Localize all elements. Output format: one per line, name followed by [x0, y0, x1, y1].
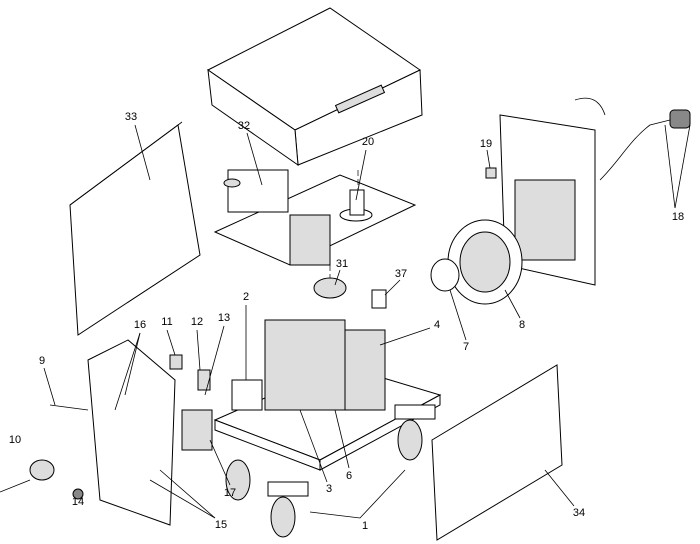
component-31 — [313, 220, 347, 299]
front-panel — [0, 339, 213, 526]
callout-32: 32 — [237, 120, 251, 132]
casters — [225, 404, 436, 538]
callout-3: 3 — [325, 483, 333, 495]
callout-11: 11 — [161, 316, 173, 328]
callout-20: 20 — [361, 136, 375, 148]
component-37 — [371, 289, 387, 309]
top-cover — [207, 7, 423, 167]
callout-7: 7 — [462, 341, 470, 353]
callout-15: 15 — [214, 519, 228, 531]
rear-panel — [485, 97, 691, 286]
left-side-panel — [69, 121, 201, 336]
callout-6: 6 — [345, 470, 353, 482]
callout-8: 8 — [518, 319, 526, 331]
leader-lines — [43, 124, 691, 519]
callout-34: 34 — [572, 507, 586, 519]
callout-33: 33 — [124, 111, 138, 123]
callout-18: 18 — [671, 211, 685, 223]
callout-10: 10 — [8, 434, 22, 446]
upper-plate-assembly — [213, 169, 417, 266]
callout-9: 9 — [38, 355, 46, 367]
callout-1: 1 — [361, 520, 369, 532]
callout-31: 31 — [335, 258, 349, 270]
callout-17: 17 — [223, 487, 237, 499]
callout-4: 4 — [433, 319, 441, 331]
fan-assembly — [430, 219, 523, 305]
callout-13: 13 — [217, 312, 231, 324]
callout-2: 2 — [242, 291, 250, 303]
callout-14: 14 — [71, 496, 85, 508]
callout-37: 37 — [394, 268, 408, 280]
callout-12: 12 — [190, 316, 204, 328]
right-side-panel — [431, 364, 563, 541]
callout-16: 16 — [133, 319, 147, 331]
callout-19: 19 — [479, 138, 493, 150]
